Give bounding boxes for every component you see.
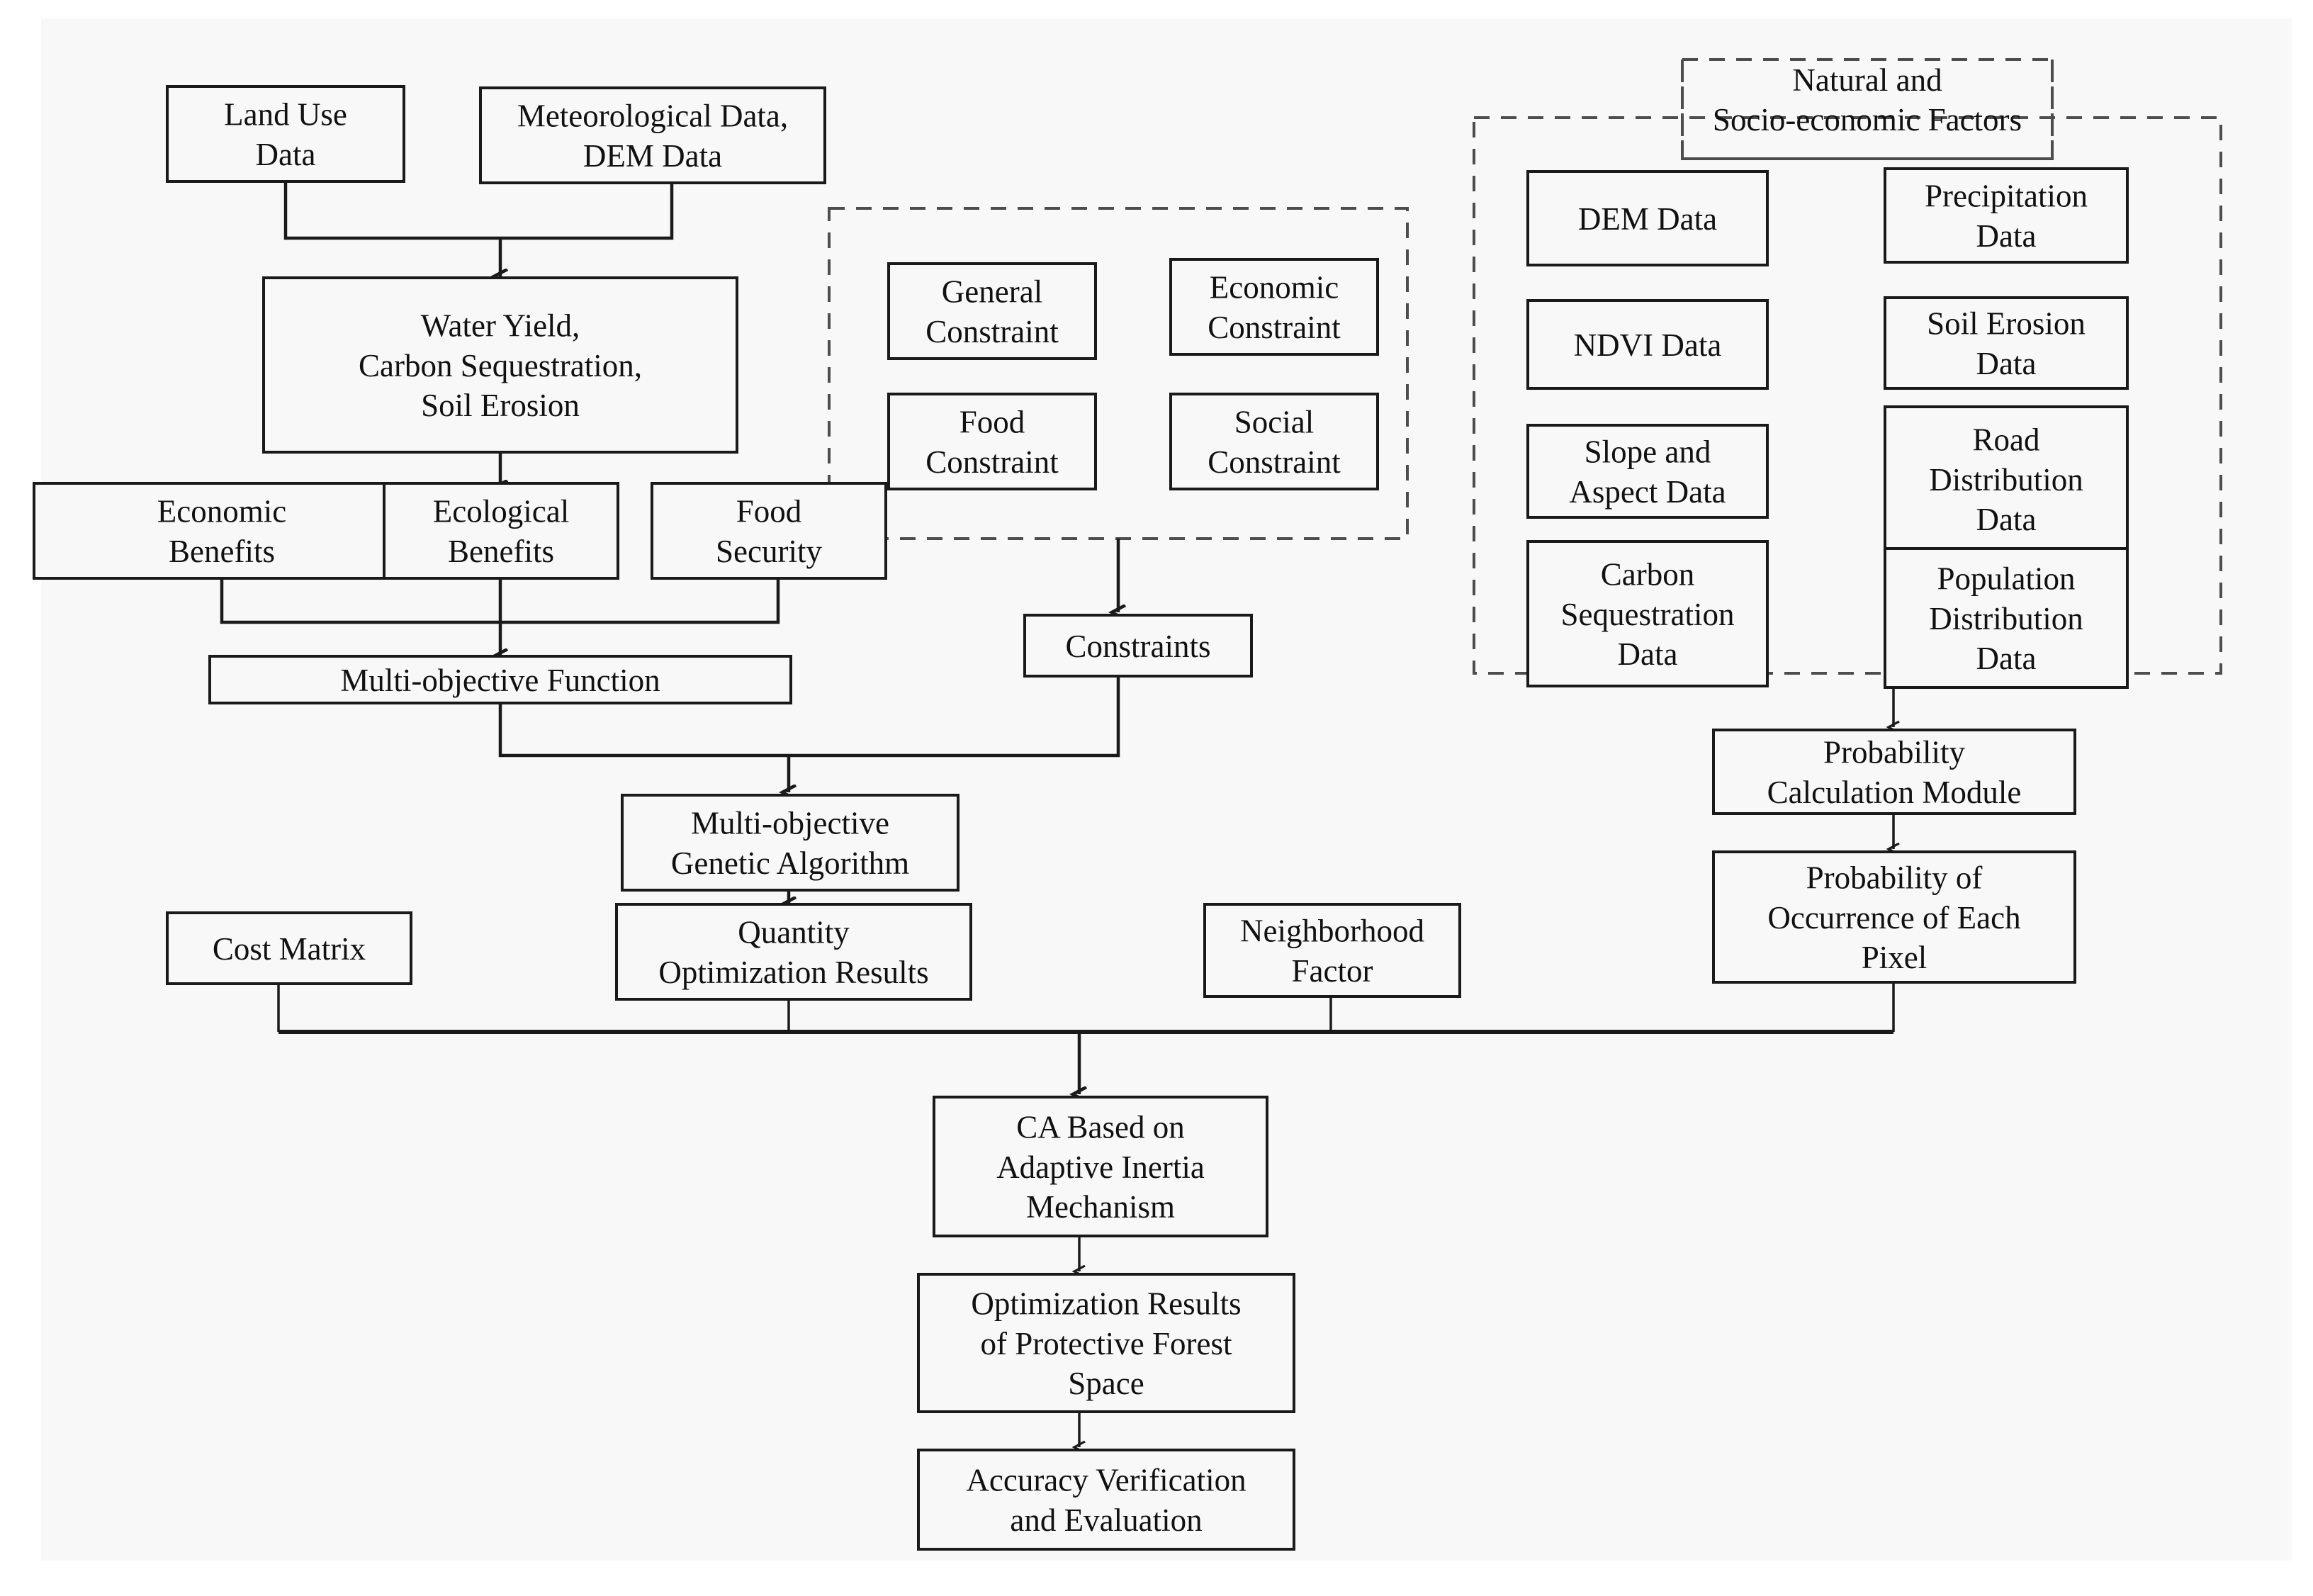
link-food-security-down xyxy=(500,578,780,624)
node-constraints[interactable]: Constraints xyxy=(1023,614,1253,678)
link-constraints-down xyxy=(789,676,1120,758)
node-dem-data[interactable]: DEM Data xyxy=(1526,170,1769,266)
node-constraints-label: Constraints xyxy=(1065,629,1210,664)
factor-group-frame xyxy=(1473,116,2222,675)
node-dem-data-label: DEM Data xyxy=(1578,201,1717,237)
factor-group-title-frame xyxy=(1681,58,2054,160)
node-water-yield[interactable]: Water Yield,Carbon Sequestration,Soil Er… xyxy=(262,276,738,454)
node-meteorological-dem-data[interactable]: Meteorological Data,DEM Data xyxy=(479,86,826,184)
node-cost-matrix-label: Cost Matrix xyxy=(213,931,366,967)
node-meteorological-dem-data-label: Meteorological Data,DEM Data xyxy=(517,99,788,174)
link-mof-down xyxy=(498,703,789,758)
link-economic-benefits-down xyxy=(220,578,500,624)
node-ndvi-data-label: NDVI Data xyxy=(1574,327,1722,363)
link-landuse-to-wateryield xyxy=(283,181,500,240)
link-meteo-to-wateryield xyxy=(500,183,674,240)
node-multi-objective-function-label: Multi-objective Function xyxy=(340,663,660,698)
node-water-yield-label: Water Yield,Carbon Sequestration,Soil Er… xyxy=(359,308,642,424)
title-overlap-mask xyxy=(1687,122,2048,156)
node-ndvi-data[interactable]: NDVI Data xyxy=(1526,299,1769,390)
node-multi-objective-function[interactable]: Multi-objective Function xyxy=(208,655,792,704)
node-cost-matrix[interactable]: Cost Matrix xyxy=(166,911,412,985)
